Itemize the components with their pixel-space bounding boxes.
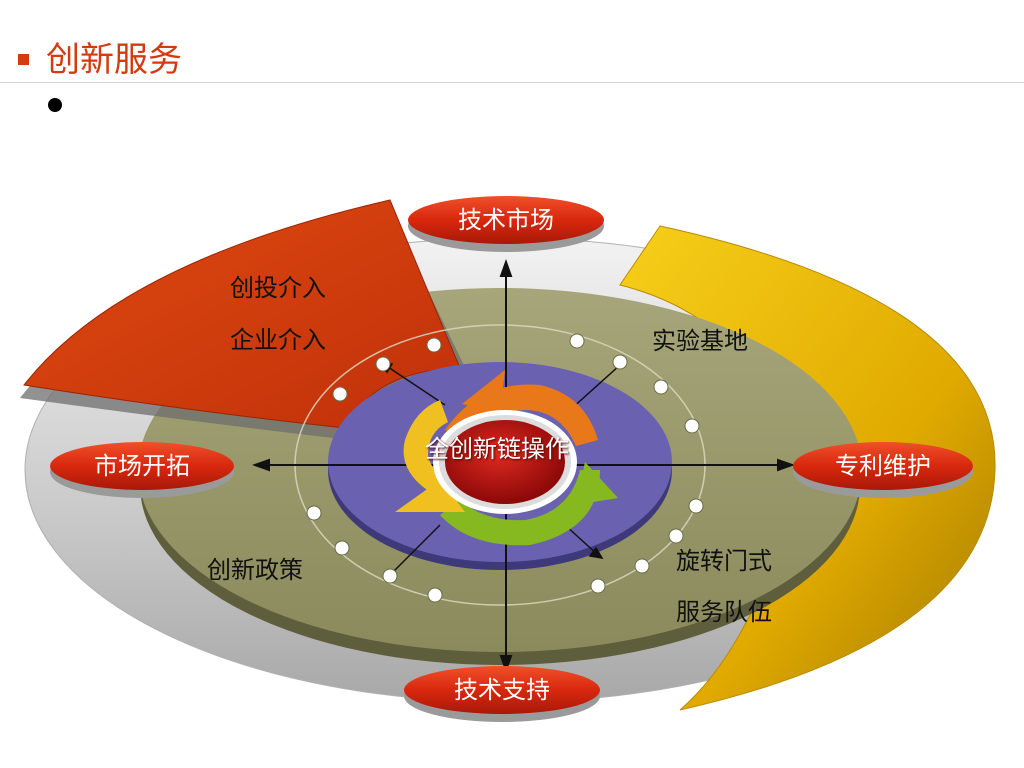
pill-right [793, 442, 973, 498]
title-bullet-icon [18, 54, 29, 65]
core [445, 420, 565, 504]
diag-arrow-br [588, 546, 604, 560]
label-experiment-base: 实验基地 [652, 327, 748, 355]
node-dot [590, 578, 606, 594]
cycle-arrowhead-orange [462, 370, 505, 412]
label-revolving-door: 旋转门式 [676, 547, 772, 575]
center-label: 全创新链操作 [425, 435, 569, 463]
axis-arrow-down [499, 655, 513, 673]
cycle-arrow-green [440, 470, 600, 546]
diag-line-tl [384, 364, 446, 406]
node-dot [332, 386, 348, 402]
slide-title: 创新服务 [46, 40, 182, 80]
pill-left [50, 442, 234, 498]
node-dot [569, 333, 585, 349]
bullet-dot-icon [48, 98, 62, 112]
node-dot [427, 587, 443, 603]
label-left-market-expansion: 市场开拓 [94, 452, 190, 480]
node-dot [688, 498, 704, 514]
node-dot [653, 379, 669, 395]
pill-bottom [404, 666, 600, 722]
label-venture-investment: 创投介入 [230, 274, 326, 302]
node-dot [634, 558, 650, 574]
node-dot [334, 540, 350, 556]
title-divider [0, 82, 1024, 83]
node-dot [426, 337, 442, 353]
red-sector [23, 199, 461, 429]
label-enterprise-involvement: 企业介入 [230, 326, 326, 354]
label-innovation-policy: 创新政策 [207, 556, 303, 584]
node-dot [306, 505, 322, 521]
cycle-arrowhead-yellow [395, 480, 465, 512]
diag-line-br [564, 524, 599, 556]
axis-arrow-right [777, 458, 795, 472]
diag-line-tr [569, 364, 621, 411]
label-top-technology-market: 技术市场 [458, 206, 554, 234]
pill-top [408, 196, 604, 252]
node-dot [375, 356, 391, 372]
label-service-team: 服务队伍 [676, 598, 772, 626]
label-right-patent-maintenance: 专利维护 [835, 452, 931, 480]
node-dot [382, 568, 398, 584]
axis-arrow-left [252, 458, 270, 472]
axis-arrow-up [499, 259, 513, 277]
cycle-arrowhead-green [575, 462, 618, 505]
cycle-arrow-yellow [403, 400, 468, 505]
node-dot [668, 528, 684, 544]
node-dot [612, 354, 628, 370]
node-dot [684, 418, 700, 434]
diag-line-bl [389, 524, 441, 576]
label-bottom-technical-support: 技术支持 [454, 676, 550, 704]
